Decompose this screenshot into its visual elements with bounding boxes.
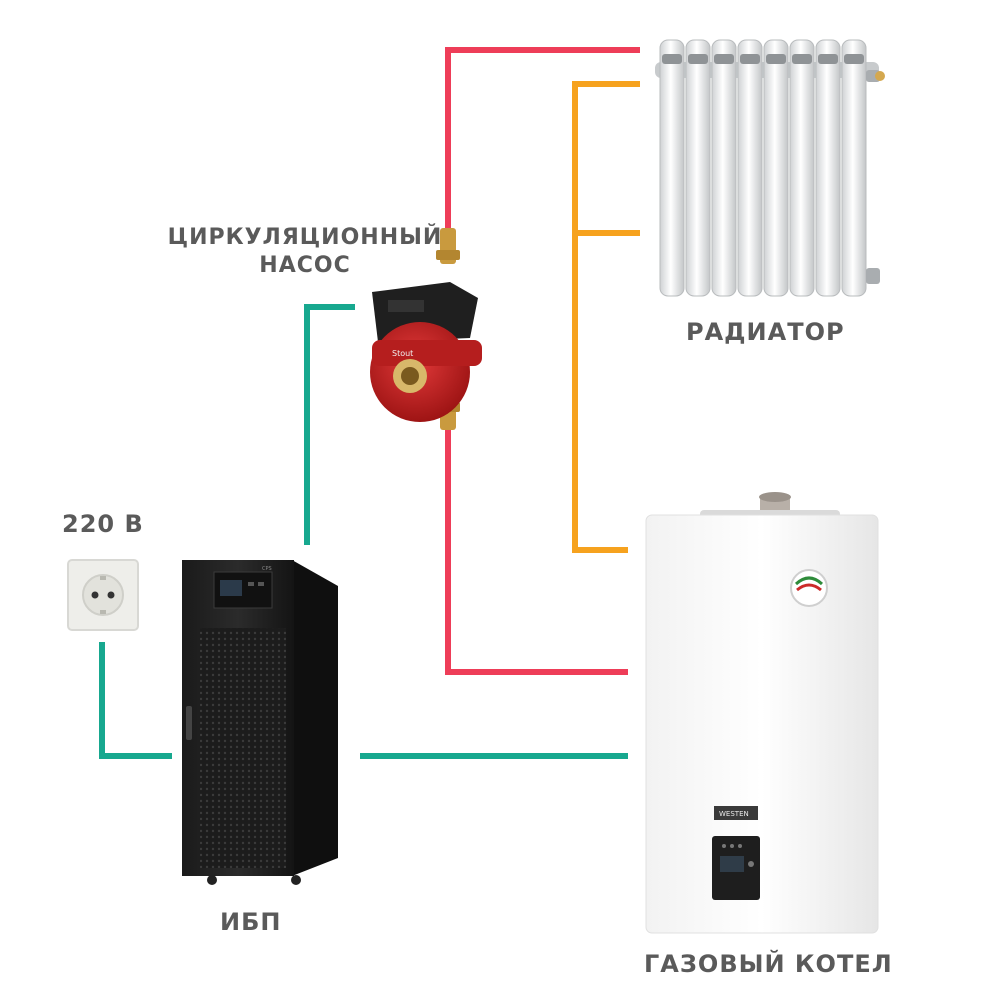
radiator-section-cap — [766, 54, 786, 64]
ups-cabinet-icon: CPS — [182, 560, 338, 885]
radiator-section — [841, 39, 867, 297]
boiler-brand: WESTEN — [719, 810, 749, 818]
radiator-section — [711, 39, 737, 297]
radiator-section-cap — [688, 54, 708, 64]
radiator-section-cap — [714, 54, 734, 64]
pump-label: ЦИРКУЛЯЦИОННЫЙ НАСОС — [150, 224, 460, 280]
radiator-section — [685, 39, 711, 297]
ups-label: ИБП — [220, 908, 282, 936]
supply-pipe-bottom — [445, 430, 628, 675]
radiator-section — [659, 39, 685, 297]
radiator-section-cap — [818, 54, 838, 64]
gas-boiler-icon: WESTEN — [645, 492, 879, 934]
radiator-label: РАДИАТОР — [686, 318, 845, 346]
power-socket-icon — [67, 559, 139, 631]
ups-brand: CPS — [262, 566, 272, 572]
radiator-section-cap — [792, 54, 812, 64]
power-cable-pump — [304, 304, 355, 545]
radiator-section — [737, 39, 763, 297]
radiator-section-cap — [662, 54, 682, 64]
pump-label-line2: НАСОС — [259, 253, 351, 278]
power-cable-socket — [99, 642, 172, 759]
radiator-icon — [655, 39, 885, 297]
voltage-label: 220 В — [62, 510, 144, 538]
circulation-pump-icon: Stout — [370, 228, 482, 430]
boiler-label: ГАЗОВЫЙ КОТЕЛ — [644, 950, 893, 978]
radiator-section — [763, 39, 789, 297]
radiator-section — [789, 39, 815, 297]
radiator-section — [815, 39, 841, 297]
return-pipe — [572, 81, 640, 553]
supply-pipe-top — [445, 47, 640, 240]
radiator-section-cap — [844, 54, 864, 64]
pump-label-line1: ЦИРКУЛЯЦИОННЫЙ — [167, 225, 443, 250]
radiator-section-cap — [740, 54, 760, 64]
pump-brand: Stout — [392, 349, 413, 358]
